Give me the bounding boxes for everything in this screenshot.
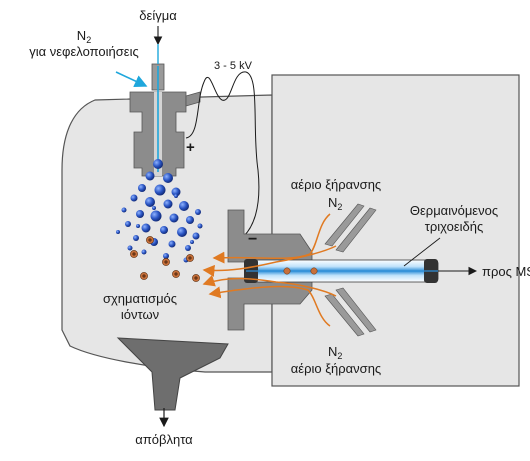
droplet	[168, 240, 176, 248]
droplet	[150, 210, 162, 222]
droplet	[127, 245, 133, 251]
minus-sign: −	[248, 231, 257, 248]
droplet	[133, 235, 139, 241]
droplet	[186, 216, 194, 224]
droplet	[141, 223, 151, 233]
droplet	[141, 249, 147, 255]
droplet	[116, 230, 120, 234]
droplet	[179, 201, 189, 211]
droplet	[171, 187, 181, 197]
droplet	[125, 221, 131, 227]
n2-bottom-label: N2	[328, 344, 342, 361]
droplet	[145, 171, 155, 181]
sample-label: δείγμα	[139, 8, 177, 23]
droplet	[154, 184, 166, 196]
ion-formation-label-1: σχηματισμός	[103, 291, 177, 306]
droplet	[185, 245, 191, 251]
drying-gas-top-label: αέριο ξήρανσης	[291, 177, 381, 192]
droplet	[160, 226, 168, 234]
ion	[140, 272, 148, 280]
ion	[146, 236, 154, 244]
droplet	[145, 197, 155, 207]
droplet	[174, 194, 178, 198]
hv-wire	[185, 71, 260, 237]
droplet	[121, 207, 127, 213]
waste-funnel-icon	[116, 337, 229, 411]
ion-formation-label-2: ιόντων	[121, 307, 159, 322]
ion-markers-icon	[130, 236, 200, 282]
droplet	[177, 227, 187, 237]
drying-gas-bottom-label: αέριο ξήρανσης	[291, 361, 381, 376]
n2-nebulizer-label: N2	[77, 28, 91, 45]
n2-nebulizer-arrow	[115, 71, 148, 88]
nebulizer-needle-icon	[129, 63, 201, 177]
droplet	[190, 240, 194, 244]
droplet	[163, 173, 173, 183]
drying-gas-flow	[202, 213, 337, 327]
heated-capillary-icon	[244, 259, 439, 283]
droplet	[197, 223, 203, 229]
droplet	[130, 194, 138, 202]
nebulizer-label: για νεφελοποιήσεις	[29, 44, 139, 59]
capillary-leader	[403, 237, 441, 267]
droplet	[163, 199, 173, 209]
plus-sign: +	[186, 139, 195, 156]
droplet	[192, 232, 200, 240]
ion	[162, 258, 170, 266]
ion	[192, 274, 200, 282]
droplet	[169, 213, 179, 223]
droplet	[136, 224, 140, 228]
n2-top-label: N2	[328, 195, 342, 212]
heated-capillary-label-2: τριχοειδής	[425, 219, 484, 234]
ion	[130, 250, 138, 258]
ion	[186, 254, 194, 262]
droplet	[152, 206, 156, 210]
droplet	[195, 209, 201, 215]
voltage-label: 3 - 5 kV	[214, 60, 253, 72]
spray-droplets-icon	[116, 159, 203, 263]
droplet	[136, 210, 144, 218]
to-ms-label: προς MS	[482, 264, 530, 279]
ion	[172, 270, 180, 278]
drying-gas-deflector-icon	[324, 203, 377, 337]
droplet	[138, 184, 146, 192]
waste-label: απόβλητα	[135, 432, 193, 447]
droplet	[153, 159, 163, 169]
capillary-ions	[283, 267, 318, 275]
ms-housing	[271, 74, 520, 387]
droplet	[163, 253, 169, 259]
heated-capillary-label-1: Θερμαινόμενος	[410, 203, 498, 218]
